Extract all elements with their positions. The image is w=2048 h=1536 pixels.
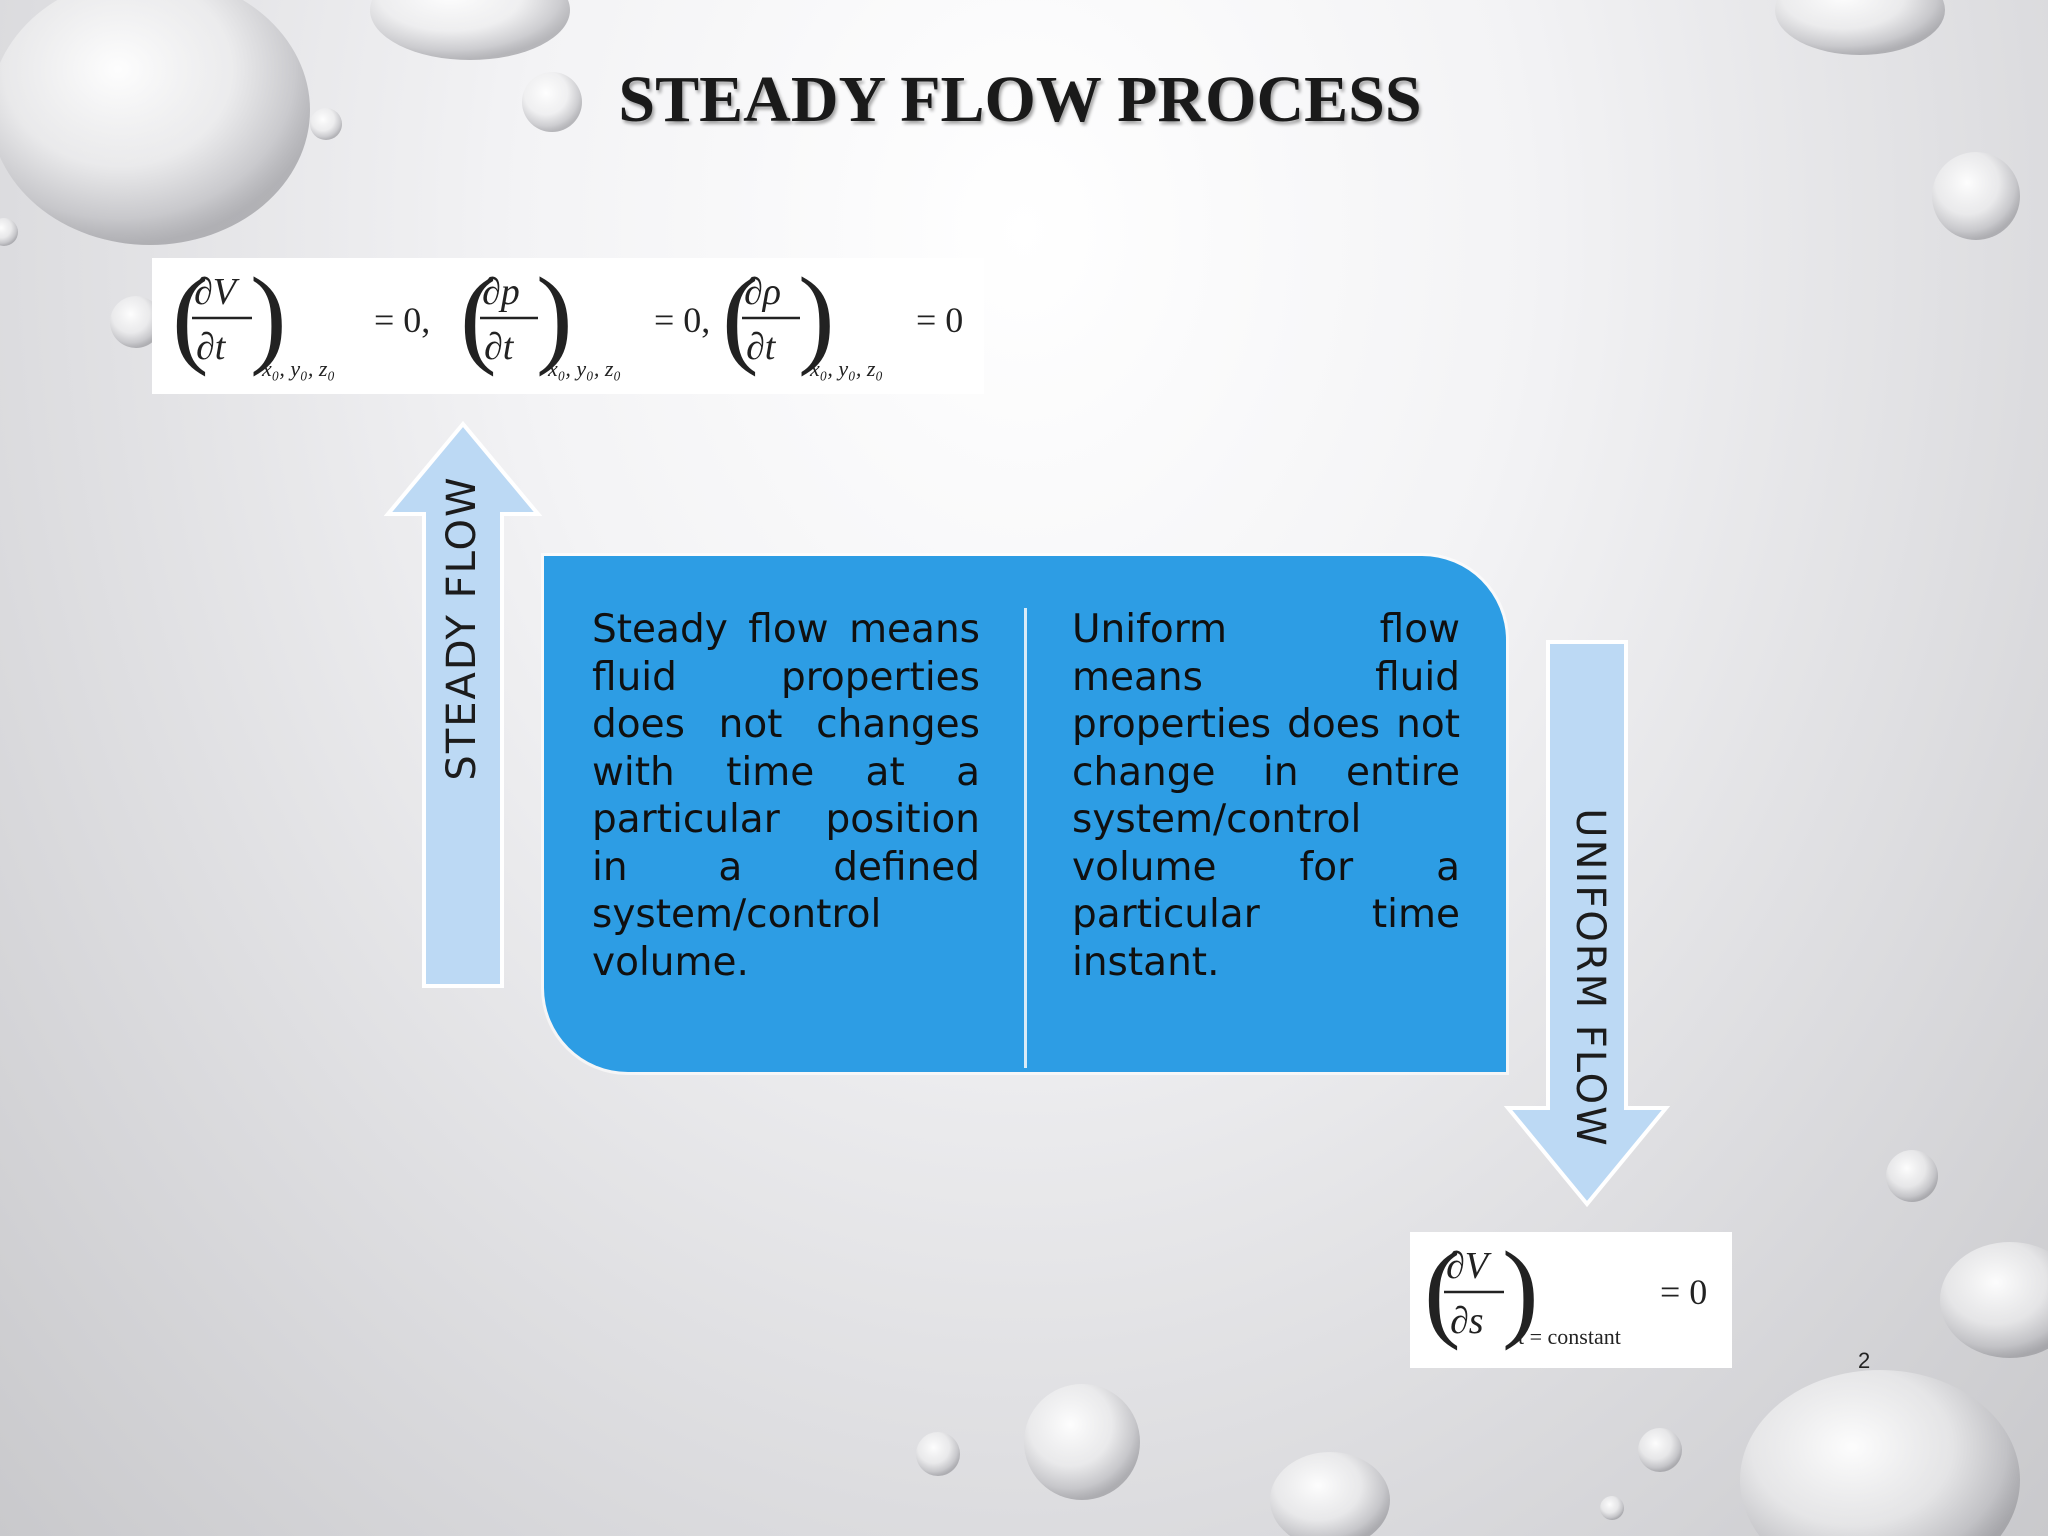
numerator: ∂V: [1446, 1245, 1492, 1287]
equation-term-rho: ( ∂ρ ∂t ) x₀, y₀, z₀ = 0: [722, 258, 963, 381]
denominator: ∂t: [484, 326, 515, 368]
right-paren: ): [250, 258, 287, 377]
subscript: x₀, y₀, z₀: [261, 356, 335, 381]
subscript: x₀, y₀, z₀: [809, 356, 883, 381]
denominator: ∂t: [196, 326, 227, 368]
uniform-flow-arrow: [1504, 640, 1670, 1208]
equation-term-v: ( ∂V ∂t ) x₀, y₀, z₀ = 0,: [172, 258, 430, 381]
steady-flow-label: STEADY FLOW: [439, 475, 485, 781]
definition-panel: Steady flow means fluid properties does …: [544, 556, 1506, 1072]
steady-flow-arrow: [384, 420, 542, 988]
uniform-flow-definition: Uniform flow means fluid properties does…: [1072, 607, 1460, 985]
numerator: ∂ρ: [744, 271, 781, 313]
subscript: x₀, y₀, z₀: [547, 356, 621, 381]
equals: = 0: [1660, 1272, 1707, 1312]
denominator: ∂t: [746, 326, 777, 368]
uniform-flow-label: UNIFORM FLOW: [1567, 808, 1613, 1148]
equation-term-p: ( ∂p ∂t ) x₀, y₀, z₀ = 0,: [460, 258, 710, 381]
equals: = 0: [916, 300, 963, 340]
steady-flow-definition: Steady flow means fluid properties does …: [592, 607, 980, 985]
uniform-flow-equation: ( ∂V ∂s ) t = constant = 0: [1410, 1232, 1732, 1368]
subscript: t = constant: [1518, 1324, 1621, 1349]
numerator: ∂V: [194, 271, 240, 313]
equals: = 0,: [654, 300, 710, 340]
denominator: ∂s: [1450, 1300, 1484, 1342]
right-paren: ): [798, 258, 835, 377]
page-number: 2: [1858, 1348, 1871, 1373]
equals: = 0,: [374, 300, 430, 340]
steady-flow-equation: ( ∂V ∂t ) x₀, y₀, z₀ = 0, ( ∂p ∂t ) x₀, …: [152, 258, 984, 394]
right-paren: ): [536, 258, 573, 377]
column-divider: [1024, 608, 1027, 1068]
numerator: ∂p: [482, 271, 520, 313]
right-paren: ): [1502, 1232, 1539, 1351]
slide-title: STEADY FLOW PROCESS: [618, 63, 1422, 136]
